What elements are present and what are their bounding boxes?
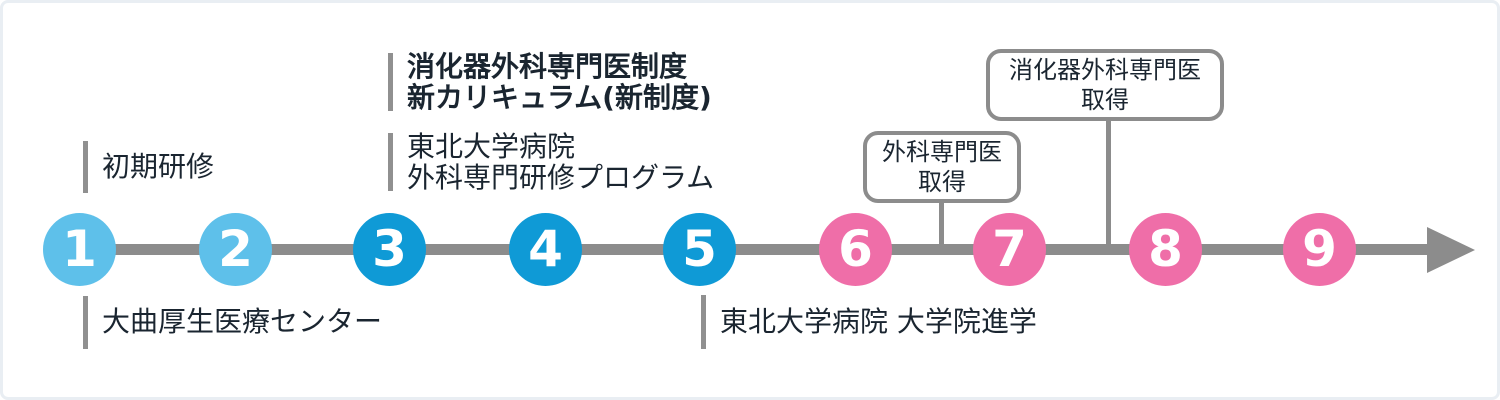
timeline-arrowhead-icon	[1427, 227, 1475, 273]
note-tick-icon	[83, 296, 88, 349]
callout-stem	[939, 201, 944, 247]
note-tick-icon	[83, 141, 88, 193]
callout-surgeon-cert-line2: 取得	[918, 168, 966, 196]
callout-stem	[1106, 119, 1111, 247]
timeline-step-8: 8	[1129, 213, 1202, 286]
timeline-step-5: 5	[663, 213, 736, 286]
note-tohoku-program-label: 東北大学病院 外科専門研修プログラム	[407, 129, 715, 194]
note-grad-school-label: 東北大学病院 大学院進学	[720, 304, 1037, 338]
timeline-step-2: 2	[199, 213, 272, 286]
timeline-step-1: 1	[43, 213, 116, 286]
note-tohoku-program-line1: 東北大学病院	[407, 129, 576, 163]
timeline-step-6: 6	[819, 213, 892, 286]
note-omagari-center: 大曲厚生医療センター	[83, 296, 382, 349]
callout-gi-surgeon-cert-line2: 取得	[1081, 86, 1129, 114]
callout-gi-surgeon-cert: 消化器外科専門医 取得	[986, 49, 1224, 121]
timeline-step-9: 9	[1283, 213, 1356, 286]
callout-gi-surgeon-cert-line1: 消化器外科専門医	[1009, 56, 1201, 84]
note-early-training: 初期研修	[83, 141, 214, 193]
note-new-system: 消化器外科専門医制度 新カリキュラム(新制度)	[388, 49, 712, 114]
note-new-system-line2: 新カリキュラム(新制度)	[407, 81, 712, 114]
note-new-system-label: 消化器外科専門医制度 新カリキュラム(新制度)	[407, 49, 712, 114]
note-tick-icon	[388, 133, 393, 191]
note-grad-school: 東北大学病院 大学院進学	[701, 295, 1037, 349]
timeline-step-7: 7	[973, 213, 1046, 286]
timeline-step-3: 3	[353, 213, 426, 286]
timeline-line	[47, 244, 1429, 255]
timeline-step-4: 4	[509, 213, 582, 286]
note-tohoku-program-line2: 外科専門研修プログラム	[407, 161, 715, 194]
note-tick-icon	[701, 295, 706, 349]
callout-surgeon-cert: 外科専門医 取得	[863, 131, 1021, 203]
note-tohoku-program: 東北大学病院 外科専門研修プログラム	[388, 129, 715, 194]
note-early-training-label: 初期研修	[102, 149, 215, 183]
note-omagari-center-label: 大曲厚生医療センター	[102, 305, 383, 339]
note-new-system-line1: 消化器外科専門医制度	[407, 49, 688, 83]
note-tick-icon	[388, 53, 393, 111]
callout-surgeon-cert-line1: 外科専門医	[882, 138, 1002, 166]
